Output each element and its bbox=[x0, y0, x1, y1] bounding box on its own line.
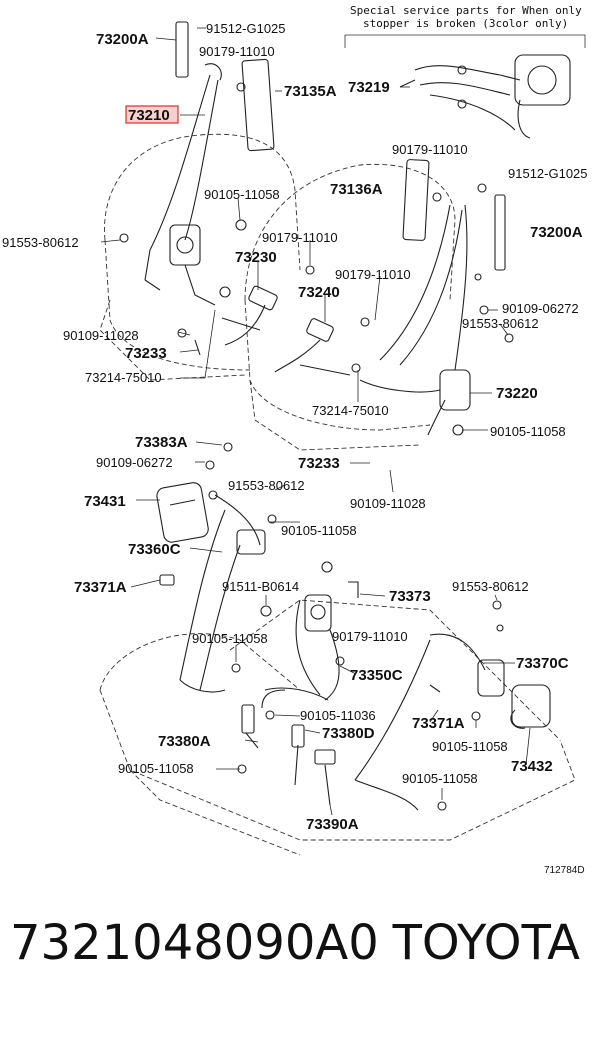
label-73432[interactable]: 73432 bbox=[511, 758, 553, 775]
label-90109-c[interactable]: 90109-06272 bbox=[96, 455, 173, 470]
label-91511[interactable]: 91511-B0614 bbox=[222, 579, 299, 594]
label-90105-c[interactable]: 90105-11058 bbox=[281, 523, 357, 538]
label-90105-b[interactable]: 90105-11058 bbox=[490, 424, 566, 439]
label-73431[interactable]: 73431 bbox=[84, 493, 126, 510]
right-belt-assembly bbox=[359, 159, 514, 436]
label-90105-h[interactable]: 90105-11058 bbox=[402, 771, 478, 786]
label-73214-a[interactable]: 73214-75010 bbox=[85, 370, 162, 385]
leader-lines bbox=[100, 27, 531, 816]
label-90109-d[interactable]: 90109-11028 bbox=[350, 496, 426, 511]
label-73240[interactable]: 73240 bbox=[298, 284, 340, 301]
label-91553-a[interactable]: 91553-80612 bbox=[2, 235, 79, 250]
seat-belt-exploded-diagram: Special service parts for When only stop… bbox=[2, 4, 588, 876]
label-73380a[interactable]: 73380A bbox=[158, 733, 211, 750]
header-note-line2: stopper is broken (3color only) bbox=[363, 17, 568, 30]
label-73135a[interactable]: 73135A bbox=[284, 83, 337, 100]
label-73380d[interactable]: 73380D bbox=[322, 725, 375, 742]
diagram-ref-code: 712784D bbox=[544, 865, 585, 876]
label-90109-a[interactable]: 90109-06272 bbox=[502, 301, 579, 316]
label-90105-f[interactable]: 90105-11058 bbox=[432, 739, 508, 754]
part-labels: 73200A 91512-G1025 90179-11010 73210 731… bbox=[2, 21, 588, 876]
label-90179-d[interactable]: 90179-11010 bbox=[335, 267, 411, 282]
label-90179-b[interactable]: 90179-11010 bbox=[392, 142, 468, 157]
header-note: Special service parts for When only stop… bbox=[350, 4, 582, 30]
label-73214-b[interactable]: 73214-75010 bbox=[312, 403, 389, 418]
footer-part-number: 7321048090A0 bbox=[10, 915, 379, 971]
label-73210[interactable]: 73210 bbox=[128, 107, 170, 124]
header-bracket bbox=[344, 34, 586, 48]
footer: 7321048090A0 TOYOTA bbox=[10, 915, 590, 995]
rear-seat-outline bbox=[99, 599, 576, 856]
left-buckle bbox=[177, 285, 278, 356]
label-73360c[interactable]: 73360C bbox=[128, 541, 181, 558]
label-73383a[interactable]: 73383A bbox=[135, 434, 188, 451]
label-73371a-a[interactable]: 73371A bbox=[74, 579, 127, 596]
label-90105-a[interactable]: 90105-11058 bbox=[204, 187, 280, 202]
label-73200a-top[interactable]: 73200A bbox=[96, 31, 149, 48]
label-91553-d[interactable]: 91553-80612 bbox=[452, 579, 529, 594]
rear-belt-assembly bbox=[156, 442, 551, 811]
label-90179-e[interactable]: 90179-11010 bbox=[332, 629, 408, 644]
label-73233-a[interactable]: 73233 bbox=[125, 345, 167, 362]
header-note-line1: Special service parts for When only bbox=[350, 4, 582, 17]
label-91553-b[interactable]: 91553-80612 bbox=[462, 316, 539, 331]
label-90179-c[interactable]: 90179-11010 bbox=[262, 230, 338, 245]
label-73136a[interactable]: 73136A bbox=[330, 181, 383, 198]
label-90105-g[interactable]: 90105-11058 bbox=[118, 761, 194, 776]
label-73373[interactable]: 73373 bbox=[389, 588, 431, 605]
label-73220[interactable]: 73220 bbox=[496, 385, 538, 402]
label-91512-b[interactable]: 91512-G1025 bbox=[508, 166, 588, 181]
center-buckle bbox=[274, 265, 370, 376]
front-seat-outline bbox=[99, 133, 456, 451]
left-belt-assembly bbox=[119, 21, 275, 306]
label-90109-b[interactable]: 90109-11028 bbox=[63, 328, 139, 343]
footer-brand: TOYOTA bbox=[392, 915, 580, 971]
label-91553-c[interactable]: 91553-80612 bbox=[228, 478, 305, 493]
label-90179-a[interactable]: 90179-11010 bbox=[199, 44, 275, 59]
label-73200a-b[interactable]: 73200A bbox=[530, 224, 583, 241]
stopper-part-drawing bbox=[399, 54, 571, 139]
label-73233-b[interactable]: 73233 bbox=[298, 455, 340, 472]
label-73390a[interactable]: 73390A bbox=[306, 816, 359, 833]
label-73219[interactable]: 73219 bbox=[348, 79, 390, 96]
label-73371a-b[interactable]: 73371A bbox=[412, 715, 465, 732]
label-73230[interactable]: 73230 bbox=[235, 249, 277, 266]
label-73370c[interactable]: 73370C bbox=[516, 655, 569, 672]
label-73350c[interactable]: 73350C bbox=[350, 667, 403, 684]
label-90105-e[interactable]: 90105-11036 bbox=[300, 708, 376, 723]
highlight-box bbox=[125, 105, 179, 124]
label-90105-d[interactable]: 90105-11058 bbox=[192, 631, 268, 646]
label-91512-top[interactable]: 91512-G1025 bbox=[206, 21, 286, 36]
